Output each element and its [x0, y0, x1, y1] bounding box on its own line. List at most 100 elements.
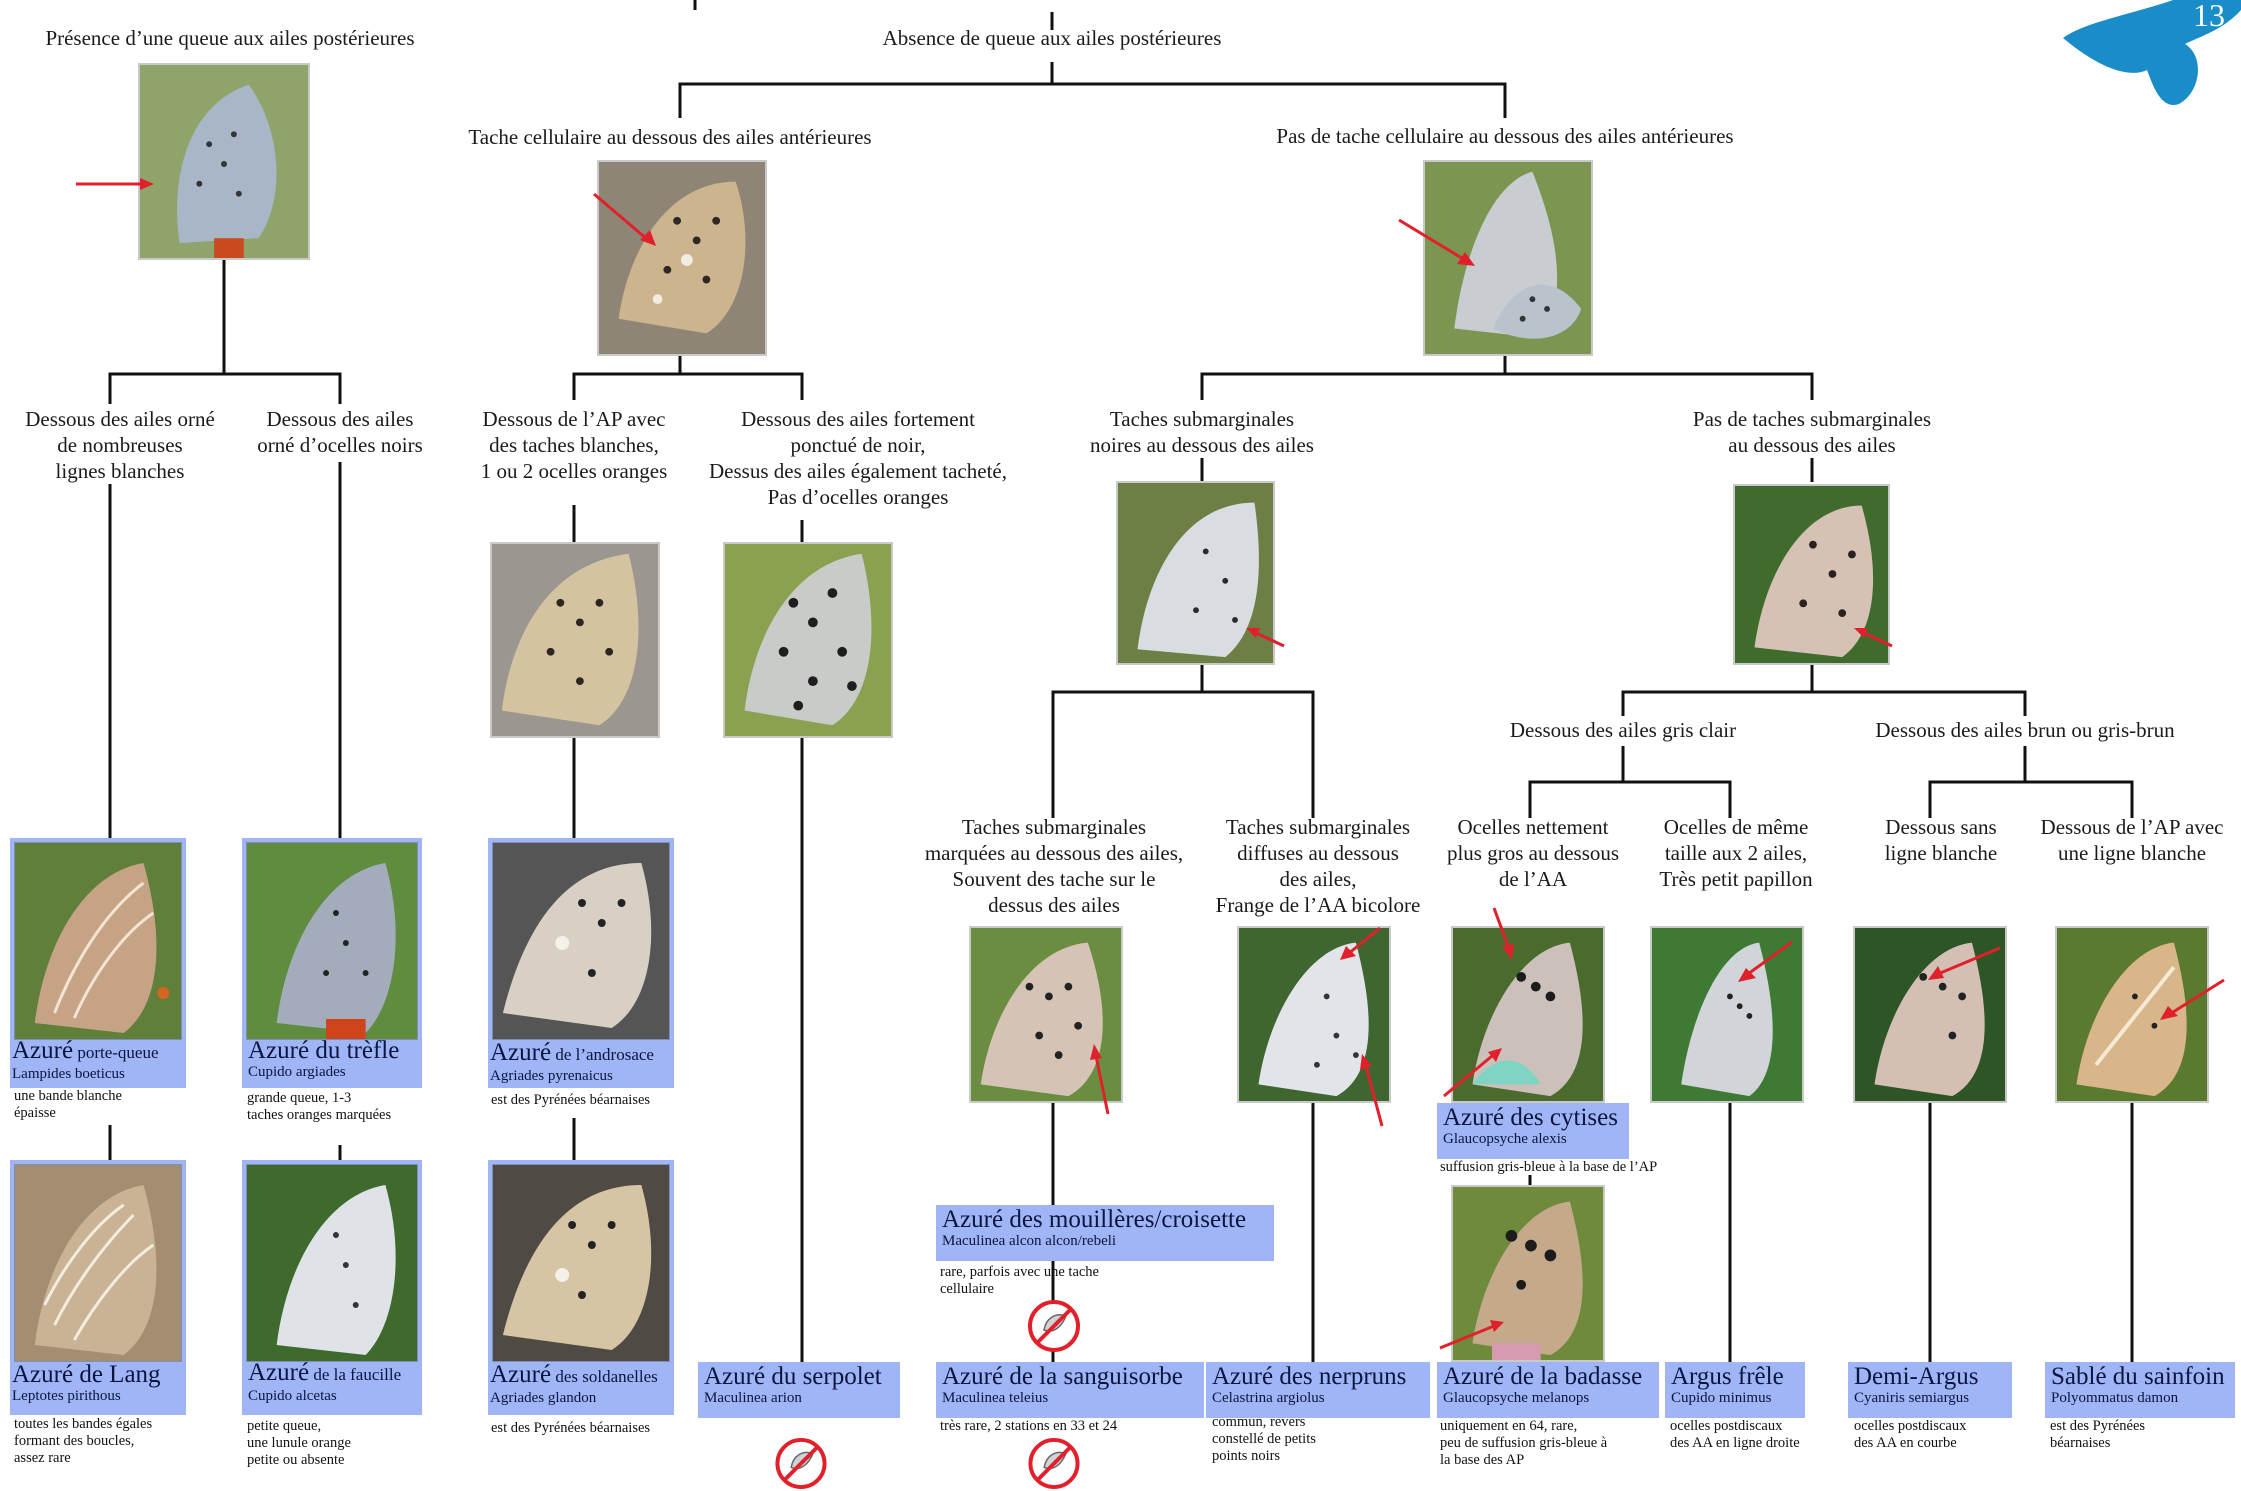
species-latin: Cupido alcetas — [248, 1388, 337, 1404]
photo-submarg-black — [1116, 481, 1275, 665]
species-card-badasse: Azuré de la badasse Glaucopsyche melanop… — [1437, 1362, 1659, 1418]
red-arrow-icon — [1854, 628, 1893, 648]
red-arrow-icon — [1246, 628, 1285, 648]
photo-diffuse-submarg — [1237, 926, 1391, 1103]
species-card-serpolet: Azuré du serpolet Maculinea arion — [698, 1362, 900, 1418]
species-latin: Polyommatus damon — [2051, 1390, 2179, 1406]
species-note: commun, revers constellé de petits point… — [1212, 1414, 1316, 1464]
species-note: suffusion gris-bleue à la base de l’AP — [1440, 1159, 1658, 1175]
header-no-tail: Absence de queue aux ailes postérieures — [882, 26, 1222, 50]
red-arrow-icon — [1928, 946, 2001, 980]
species-name: Demi-Argus — [1854, 1363, 1979, 1390]
species-latin: Maculinea alcon alcon/rebeli — [942, 1233, 1117, 1249]
butterfly-logo-icon: 13 — [2055, 0, 2241, 112]
photo-marked-submarg — [969, 926, 1123, 1103]
header-ap-white-line: Dessous de l’AP avec une ligne blanche — [2040, 815, 2224, 865]
species-latin: Agriades pyrenaicus — [490, 1068, 613, 1084]
species-name: Sablé du sainfoin — [2051, 1363, 2225, 1390]
photo-bigger-ocelli — [1451, 926, 1605, 1103]
species-card-cytises: Azuré des cytises Glaucopsyche alexis — [1437, 1103, 1629, 1159]
header-heavily-dotted: Dessous des ailes fortement ponctué de n… — [709, 407, 1007, 509]
species-photo — [246, 1164, 418, 1362]
species-name: Azuré des mouillères/croisette — [942, 1206, 1247, 1233]
species-name: Azuré du serpolet — [704, 1363, 882, 1390]
species-note: ocelles postdiscaux des AA en courbe — [1854, 1418, 1967, 1451]
species-note: est des Pyrénées béarnaises — [2050, 1418, 2146, 1451]
header-ap-white: Dessous de l’AP avec des taches blanches… — [480, 407, 668, 483]
header-submarg-black: Taches submarginales noires au dessous d… — [1090, 407, 1314, 457]
red-arrow-icon — [1340, 926, 1381, 960]
protected-species-icon — [1028, 1437, 1080, 1490]
species-name: Argus frêle — [1671, 1363, 1784, 1390]
photo-same-size — [1650, 926, 1804, 1103]
photo-ap-white-line — [2055, 926, 2209, 1103]
species-latin: Maculinea teleius — [942, 1390, 1049, 1406]
header-white-lines: Dessous des ailes orné de nombreuses lig… — [25, 407, 215, 483]
species-name-detail: porte-queue — [73, 1043, 159, 1062]
species-card-demi-argus: Demi-Argus Cyaniris semiargus — [1848, 1362, 2012, 1418]
species-name: Azuré des cytises — [1443, 1104, 1618, 1131]
species-card-nerpruns: Azuré des nerpruns Celastrina argiolus — [1206, 1362, 1430, 1418]
protected-species-icon — [1028, 1300, 1080, 1352]
species-name-detail: des soldanelles — [551, 1367, 658, 1386]
red-arrow-icon — [1443, 1048, 1502, 1098]
header-marked-submarg: Taches submarginales marquées au dessous… — [924, 815, 1184, 917]
header-same-size: Ocelles de même taille aux 2 ailes, Très… — [1659, 815, 1813, 891]
species-card-sainfoin: Sablé du sainfoin Polyommatus damon — [2045, 1362, 2235, 1418]
species-card-lang: Azuré de Lang Leptotes pirithous — [10, 1160, 186, 1415]
species-card-porte-queue: Azuré porte-queue Lampides boeticus — [10, 838, 186, 1088]
red-arrow-icon — [1360, 1054, 1384, 1127]
species-note: toutes les bandes égales formant des bou… — [14, 1416, 153, 1466]
red-arrow-icon — [1090, 1044, 1110, 1115]
header-tail: Présence d’une queue aux ailes postérieu… — [45, 26, 415, 50]
species-note: grande queue, 1-3 taches oranges marquée… — [247, 1090, 392, 1123]
species-card-trefle: Azuré du trèfle Cupido argiades — [242, 838, 422, 1088]
red-arrow-icon — [1398, 218, 1475, 266]
red-arrow-icon — [1439, 1320, 1504, 1350]
species-latin: Glaucopsyche alexis — [1443, 1131, 1567, 1147]
species-name-detail: de la faucille — [309, 1365, 402, 1384]
species-name: Azuré du trèfle — [248, 1037, 400, 1064]
red-arrow-icon — [593, 192, 656, 246]
species-latin: Celastrina argiolus — [1212, 1390, 1325, 1406]
species-note: uniquement en 64, rare, peu de suffusion… — [1440, 1418, 1608, 1468]
species-note: est des Pyrénées béarnaises — [491, 1420, 651, 1436]
species-photo — [246, 842, 418, 1040]
species-card-mouilleres: Azuré des mouillères/croisette Maculinea… — [936, 1205, 1274, 1261]
protected-species-icon — [775, 1437, 827, 1490]
species-latin: Lampides boeticus — [12, 1066, 125, 1082]
species-card-soldanelles: Azuré des soldanelles Agriades glandon — [488, 1160, 674, 1415]
species-photo — [492, 842, 670, 1040]
photo-heavily-dotted — [723, 542, 893, 738]
species-latin: Cupido argiades — [248, 1064, 346, 1080]
header-diffuse-submarg: Taches submarginales diffuses au dessous… — [1215, 815, 1421, 917]
species-card-faucille: Azuré de la faucille Cupido alcetas — [242, 1160, 422, 1415]
header-no-submarg: Pas de taches submarginales au dessous d… — [1692, 407, 1932, 457]
header-black-ocelli: Dessous des ailes orné d’ocelles noirs — [257, 407, 423, 457]
species-note: ocelles postdiscaux des AA en ligne droi… — [1670, 1418, 1800, 1451]
species-latin: Glaucopsyche melanops — [1443, 1390, 1590, 1406]
species-name: Azuré de Lang — [12, 1361, 161, 1388]
header-brown-grey: Dessous des ailes brun ou gris-brun — [1875, 718, 2175, 742]
red-arrow-icon — [2160, 978, 2225, 1020]
header-bigger-ocelli: Ocelles nettement plus gros au dessous d… — [1446, 815, 1620, 891]
header-no-white-line: Dessous sans ligne blanche — [1884, 815, 1998, 865]
species-photo — [14, 1164, 182, 1362]
photo-ap-white — [490, 542, 660, 738]
photo-no-cell-spot — [1423, 160, 1593, 356]
species-latin: Cyaniris semiargus — [1854, 1390, 1970, 1406]
photo-no-white-line — [1853, 926, 2007, 1103]
red-arrow-icon — [1738, 940, 1793, 982]
species-note: très rare, 2 stations en 33 et 24 — [940, 1418, 1118, 1434]
species-name: Azuré — [12, 1037, 74, 1064]
photo-cell-spot — [597, 160, 767, 356]
species-card-androsace: Azuré de l’androsace Agriades pyrenaicus — [488, 838, 674, 1088]
species-name: Azuré — [490, 1039, 552, 1066]
species-latin: Maculinea arion — [704, 1390, 802, 1406]
species-note: rare, parfois avec une tache cellulaire — [940, 1264, 1099, 1297]
header-cell-spot: Tache cellulaire au dessous des ailes an… — [468, 125, 872, 149]
photo-tail — [138, 63, 310, 260]
species-note: est des Pyrénées béarnaises — [491, 1092, 651, 1108]
species-name-detail: de l’androsace — [551, 1045, 654, 1064]
header-no-cell-spot: Pas de tache cellulaire au dessous des a… — [1276, 124, 1734, 148]
